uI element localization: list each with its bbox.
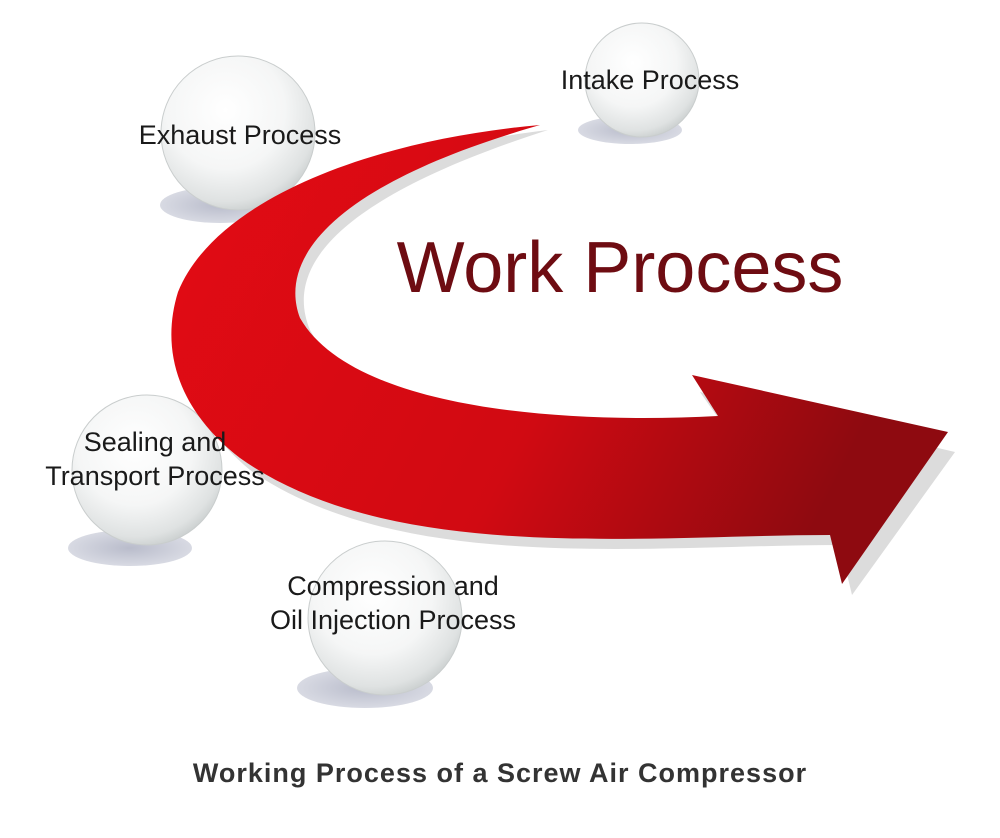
main-title: Work Process bbox=[397, 228, 844, 308]
node-label-line: Compression and bbox=[287, 571, 499, 601]
node-label-line: Oil Injection Process bbox=[270, 605, 516, 635]
node-labels: Intake Process Exhaust Process Sealing a… bbox=[45, 65, 739, 635]
sphere-intake bbox=[584, 22, 700, 138]
node-label-line: Transport Process bbox=[45, 461, 265, 491]
node-label-exhaust: Exhaust Process bbox=[139, 120, 342, 150]
diagram-caption: Working Process of a Screw Air Compresso… bbox=[193, 758, 807, 788]
sphere-compression bbox=[307, 540, 463, 696]
node-label-intake: Intake Process bbox=[561, 65, 740, 95]
node-label-line: Intake Process bbox=[561, 65, 740, 95]
spheres bbox=[71, 22, 700, 696]
sphere-exhaust bbox=[160, 55, 316, 211]
curved-arrow bbox=[171, 125, 948, 584]
sphere-sealing bbox=[71, 394, 223, 546]
node-label-line: Sealing and bbox=[84, 427, 227, 457]
node-label-line: Exhaust Process bbox=[139, 120, 342, 150]
